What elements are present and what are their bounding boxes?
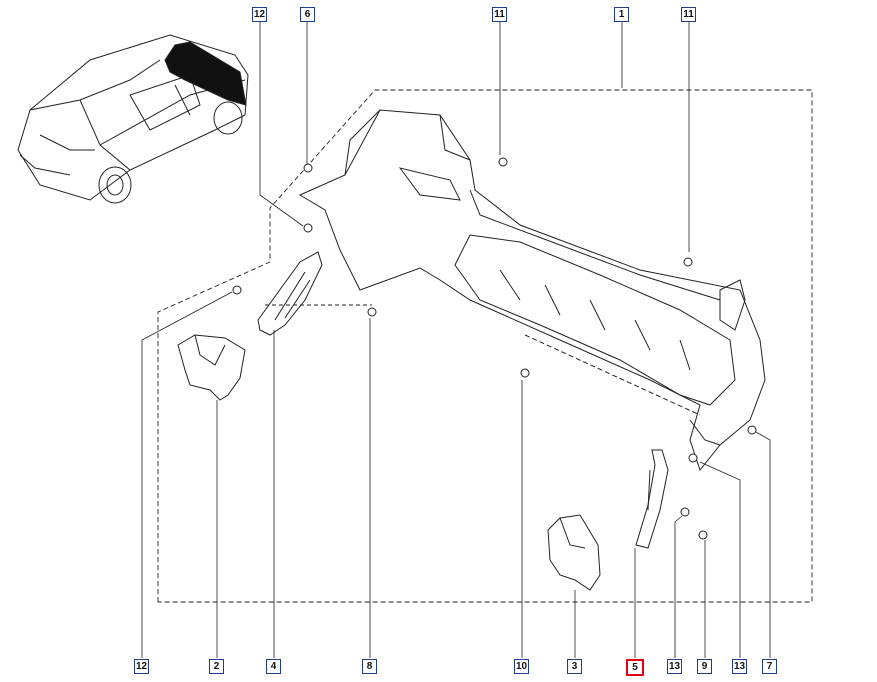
callout-7[interactable]: 7 <box>762 659 777 674</box>
callout-2[interactable]: 2 <box>209 659 224 674</box>
callout-5-highlighted[interactable]: 5 <box>626 659 644 676</box>
callout-10[interactable]: 10 <box>514 659 529 674</box>
callout-3[interactable]: 3 <box>567 659 582 674</box>
callout-12-bottom[interactable]: 12 <box>134 659 149 674</box>
callout-4[interactable]: 4 <box>266 659 281 674</box>
leader-lines <box>141 22 771 658</box>
callout-13-b[interactable]: 13 <box>732 659 747 674</box>
callout-12-top[interactable]: 12 <box>252 7 267 22</box>
callout-11-top[interactable]: 11 <box>492 7 507 22</box>
part-4-slider <box>257 251 323 336</box>
callout-11-right[interactable]: 11 <box>681 7 696 22</box>
arrow-icon <box>164 41 247 106</box>
callout-13-a[interactable]: 13 <box>667 659 682 674</box>
assembly-boundary <box>157 89 813 603</box>
part-2-bracket <box>177 334 246 401</box>
fastener-icons <box>232 157 757 540</box>
callout-1[interactable]: 1 <box>614 7 629 22</box>
callout-8[interactable]: 8 <box>362 659 377 674</box>
rear-bumper <box>298 109 766 472</box>
vehicle-thumbnail <box>17 34 249 204</box>
part-3-bracket <box>547 514 601 591</box>
part-5-slider <box>635 449 669 549</box>
guide-line <box>524 334 701 416</box>
callout-9[interactable]: 9 <box>697 659 712 674</box>
callout-6[interactable]: 6 <box>300 7 315 22</box>
